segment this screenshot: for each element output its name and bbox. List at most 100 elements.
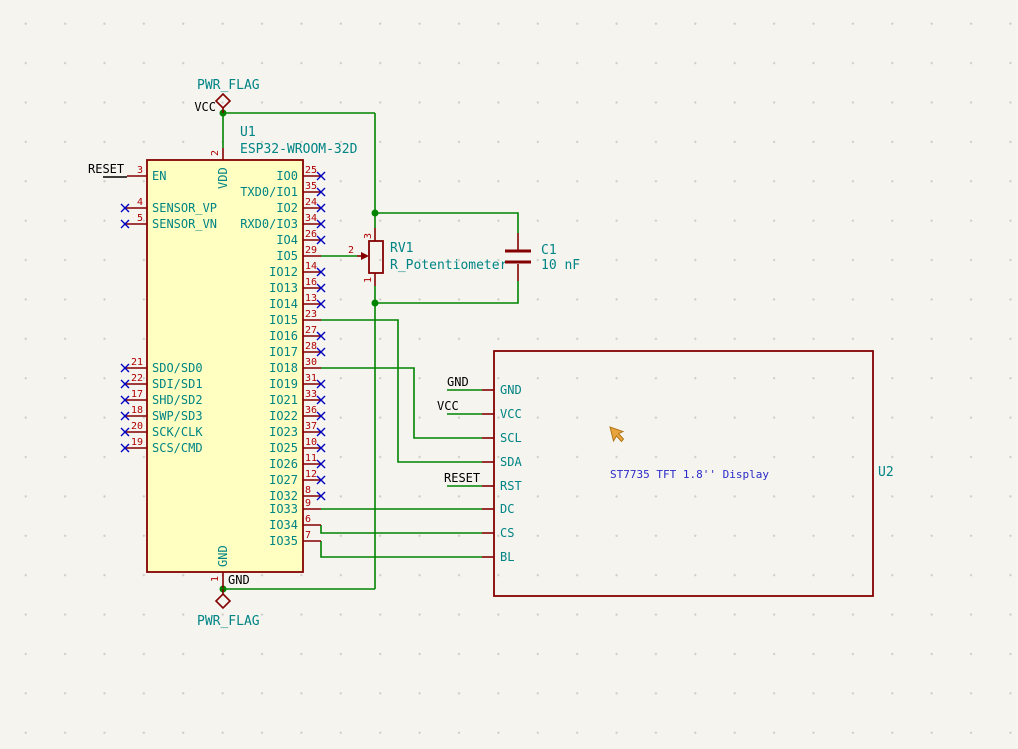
- u1-pin-io15[interactable]: 23 IO15: [269, 309, 321, 327]
- pin-number: 26: [305, 229, 317, 240]
- u2-pin-rst[interactable]: RST: [482, 479, 522, 493]
- rv1-reference[interactable]: RV1: [390, 241, 413, 256]
- pin-name: IO33: [269, 502, 298, 516]
- rv1-value[interactable]: R_Potentiometer: [390, 258, 508, 273]
- u1-pin-io5[interactable]: 29 IO5: [276, 245, 321, 263]
- pin-name: IO18: [269, 361, 298, 375]
- u2-pin-bl[interactable]: BL: [482, 550, 514, 564]
- pin-name: IO27: [269, 473, 298, 487]
- u1-pin-io0[interactable]: 25 IO0: [276, 165, 326, 183]
- u1-pin-gnd[interactable]: 1 GND: [210, 545, 230, 588]
- component-c1-capacitor[interactable]: C1 10 nF: [505, 233, 580, 281]
- u2-reference[interactable]: U2: [878, 465, 894, 480]
- u1-pin-io34[interactable]: 6 IO34: [269, 514, 321, 532]
- u1-pin-io4[interactable]: 26 IO4: [276, 229, 326, 247]
- net-label-reset[interactable]: RESET: [88, 162, 124, 176]
- no-connect-icon: [316, 395, 326, 405]
- pin-name: CS: [500, 526, 514, 540]
- u2-pin-cs[interactable]: CS: [482, 526, 514, 540]
- u1-pin-vdd[interactable]: 2 VDD: [210, 148, 230, 189]
- pin-number: 25: [305, 165, 317, 176]
- net-label-vcc-display[interactable]: VCC: [437, 399, 459, 413]
- wire-rv1-to-c1-top[interactable]: [375, 212, 519, 233]
- net-label-reset-display[interactable]: RESET: [444, 471, 480, 485]
- pin-number-bottom: 1: [363, 277, 374, 283]
- component-u2-display[interactable]: GND VCC SCL SDA RST DC: [482, 350, 894, 597]
- wire-io15-to-sda[interactable]: [321, 319, 482, 463]
- power-flag-icon: [214, 592, 232, 610]
- pin-name: BL: [500, 550, 514, 564]
- u1-pin-sck[interactable]: 20 SCK/CLK: [120, 421, 203, 439]
- u1-pin-io27[interactable]: 12 IO27: [269, 469, 326, 487]
- u1-pin-io32[interactable]: 8 IO32: [269, 485, 326, 503]
- wire-io34-to-cs[interactable]: [320, 525, 482, 534]
- u1-pin-io14[interactable]: 13 IO14: [269, 293, 326, 311]
- u1-pin-swp[interactable]: 18 SWP/SD3: [120, 405, 203, 423]
- pin-number: 12: [305, 469, 317, 480]
- no-connect-icon: [316, 219, 326, 229]
- u1-pin-io3[interactable]: 34 RXD0/IO3: [240, 213, 326, 231]
- u1-pin-io25[interactable]: 10 IO25: [269, 437, 326, 455]
- u1-pin-io23[interactable]: 37 IO23: [269, 421, 326, 439]
- u1-pin-io2[interactable]: 24 IO2: [276, 197, 326, 215]
- component-u1-esp32[interactable]: U1 ESP32-WROOM-32D 2 VDD 1 GND 3 EN: [120, 125, 358, 588]
- net-label-vcc[interactable]: VCC: [194, 100, 216, 114]
- u2-pin-vcc[interactable]: VCC: [482, 407, 522, 421]
- u1-pin-io21[interactable]: 33 IO21: [269, 389, 326, 407]
- pin-number: 35: [305, 181, 317, 192]
- power-flag-bottom[interactable]: PWR_FLAG GND: [197, 573, 260, 629]
- u1-value[interactable]: ESP32-WROOM-32D: [240, 142, 358, 157]
- u1-pin-io19[interactable]: 31 IO19: [269, 373, 326, 391]
- u1-pin-io33[interactable]: 9 IO33: [269, 498, 321, 516]
- u1-pin-sdi[interactable]: 22 SDI/SD1: [120, 373, 203, 391]
- u1-pin-scs[interactable]: 19 SCS/CMD: [120, 437, 203, 455]
- no-connect-icon: [120, 219, 130, 229]
- pin-name: SDI/SD1: [152, 377, 203, 391]
- u2-note-text[interactable]: ST7735 TFT 1.8'' Display: [610, 468, 769, 481]
- u2-pin-sda[interactable]: SDA: [482, 455, 522, 469]
- u1-pin-io35[interactable]: 7 IO35: [269, 530, 321, 548]
- u1-pin-io18[interactable]: 30 IO18: [269, 357, 321, 375]
- u1-pin-io16[interactable]: 27 IO16: [269, 325, 326, 343]
- power-flag-label[interactable]: PWR_FLAG: [197, 614, 260, 629]
- u1-pin-sensor-vp[interactable]: 4 SENSOR_VP: [120, 197, 217, 215]
- u1-pin-en[interactable]: 3 EN: [127, 165, 166, 183]
- wire-io35-to-bl[interactable]: [320, 541, 482, 558]
- pin-name: IO19: [269, 377, 298, 391]
- wire-io18-to-scl[interactable]: [321, 367, 482, 439]
- u2-pin-dc[interactable]: DC: [482, 502, 514, 516]
- pin-number: 7: [305, 530, 311, 541]
- u1-body[interactable]: [146, 159, 304, 573]
- u2-pin-scl[interactable]: SCL: [482, 431, 522, 445]
- pin-name: SCL: [500, 431, 522, 445]
- pin-name: TXD0/IO1: [240, 185, 298, 199]
- power-flag-label[interactable]: PWR_FLAG: [197, 78, 260, 93]
- u1-pin-sdo[interactable]: 21 SDO/SD0: [120, 357, 203, 375]
- pin-name: IO25: [269, 441, 298, 455]
- u1-pin-io1[interactable]: 35 TXD0/IO1: [240, 181, 326, 199]
- u1-pin-io17[interactable]: 28 IO17: [269, 341, 326, 359]
- u2-body[interactable]: [493, 350, 874, 597]
- component-rv1-potentiometer[interactable]: 3 1 2 RV1 R_Potentiometer: [348, 228, 508, 286]
- u1-pin-io13[interactable]: 16 IO13: [269, 277, 326, 295]
- pin-name: VDD: [216, 167, 230, 189]
- mouse-cursor-icon: [609, 426, 625, 443]
- u1-pin-io22[interactable]: 36 IO22: [269, 405, 326, 423]
- u2-pin-gnd[interactable]: GND: [482, 383, 522, 397]
- net-label-reset-en[interactable]: RESET: [88, 162, 127, 178]
- power-flag-top[interactable]: PWR_FLAG VCC: [194, 78, 259, 114]
- rv1-body[interactable]: [368, 240, 384, 274]
- pin-name: RST: [500, 479, 522, 493]
- u1-pin-sensor-vn[interactable]: 5 SENSOR_VN: [120, 213, 217, 231]
- wire-c1-bottom[interactable]: [375, 281, 519, 304]
- u1-pin-shd[interactable]: 17 SHD/SD2: [120, 389, 203, 407]
- u1-pin-io12[interactable]: 14 IO12: [269, 261, 326, 279]
- net-label-gnd-display[interactable]: GND: [447, 375, 469, 389]
- c1-reference[interactable]: C1: [541, 243, 557, 258]
- c1-value[interactable]: 10 nF: [541, 258, 580, 273]
- net-label-gnd[interactable]: GND: [228, 573, 250, 587]
- u1-pin-io26[interactable]: 11 IO26: [269, 453, 326, 471]
- u1-reference[interactable]: U1: [240, 125, 256, 140]
